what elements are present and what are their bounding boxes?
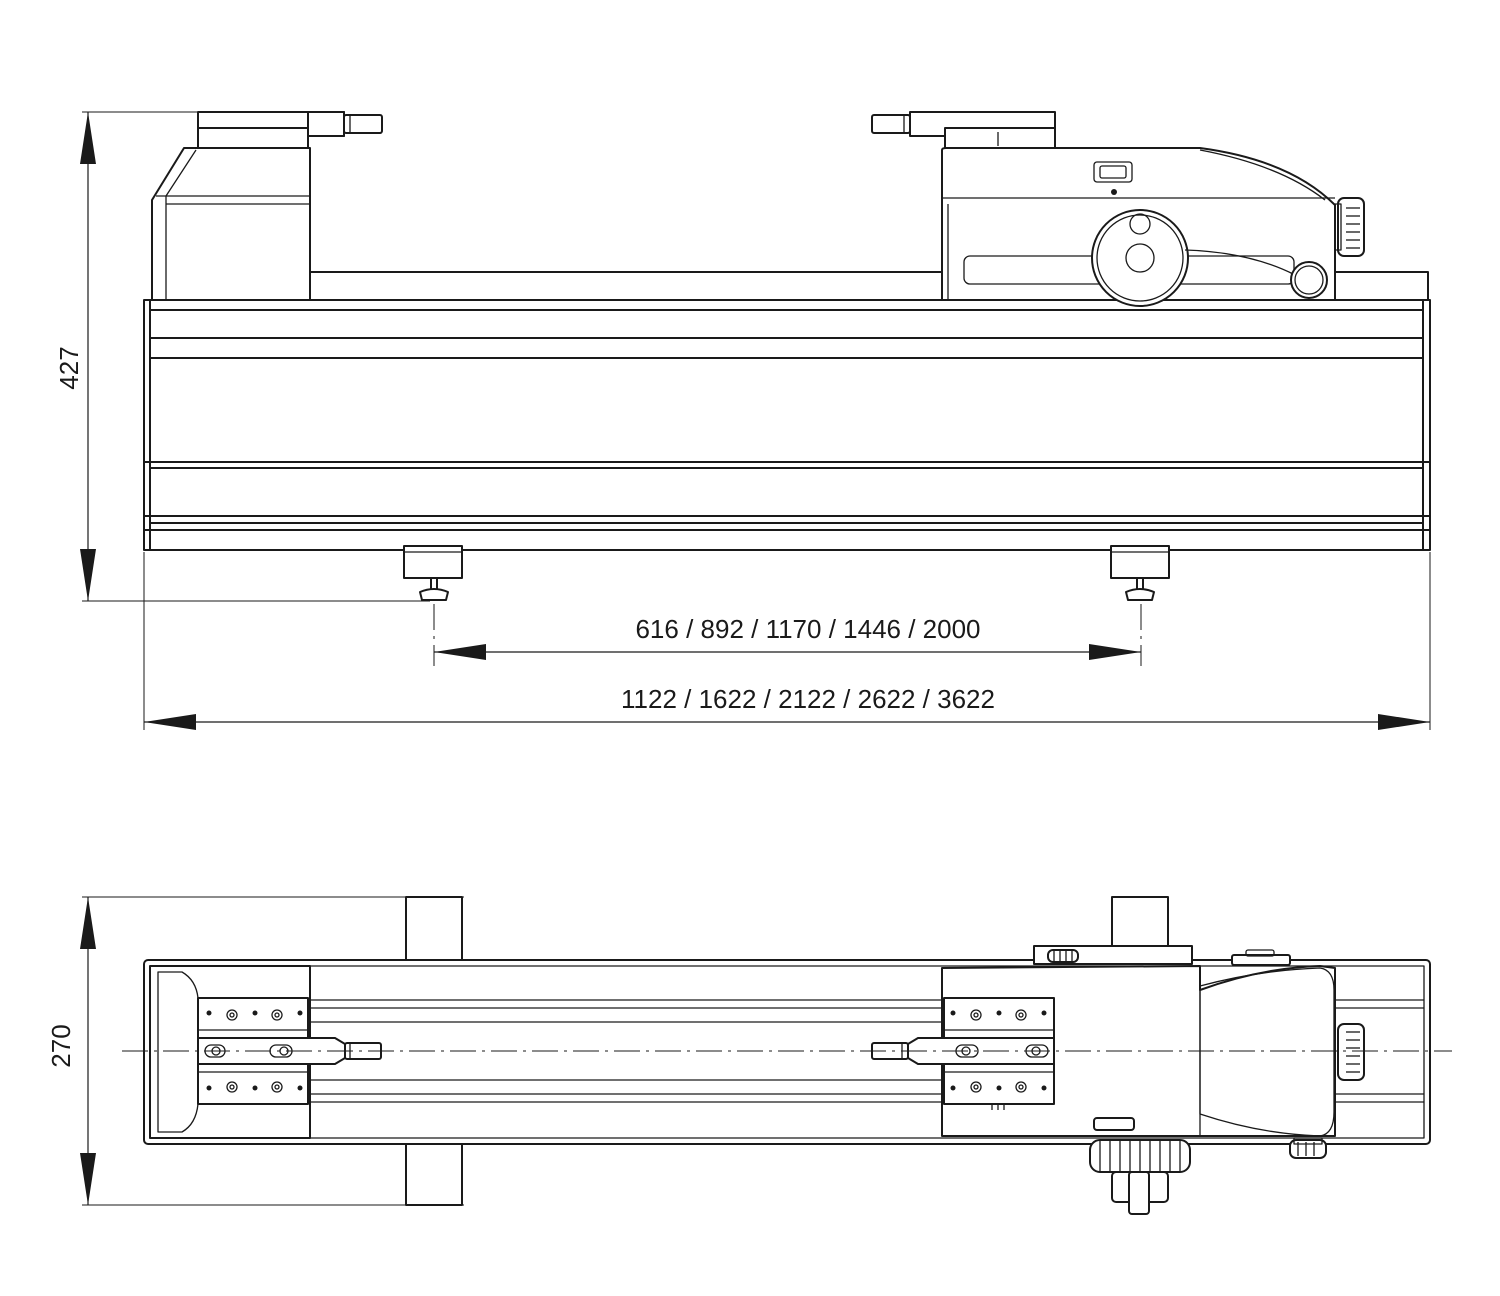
- side-foot-right: [1110, 545, 1170, 601]
- overall-length-label: 1122 / 1622 / 2122 / 2622 / 3622: [621, 684, 995, 714]
- side-foot-left: [403, 545, 463, 601]
- width-dimension: 270: [46, 896, 464, 1206]
- foot-spacing-label: 616 / 892 / 1170 / 1446 / 2000: [635, 614, 980, 644]
- left-headstock: [151, 111, 383, 301]
- top-view: 270: [46, 896, 1452, 1215]
- top-right-tailstock: [871, 945, 1365, 1215]
- side-main-beam: [143, 299, 1431, 551]
- height-dimension-label: 427: [54, 346, 84, 389]
- width-dimension-label: 270: [46, 1024, 76, 1067]
- height-dimension: 427: [54, 111, 430, 602]
- top-left-headstock: [149, 965, 382, 1139]
- foot-spacing-dimension: 616 / 892 / 1170 / 1446 / 2000: [433, 604, 1142, 666]
- right-tailstock: [871, 111, 1365, 307]
- overall-length-dimension: 1122 / 1622 / 2122 / 2622 / 3622: [143, 552, 1431, 730]
- side-view: 427 616 / 892 / 1170 / 1446 / 2000 1122 …: [54, 111, 1431, 730]
